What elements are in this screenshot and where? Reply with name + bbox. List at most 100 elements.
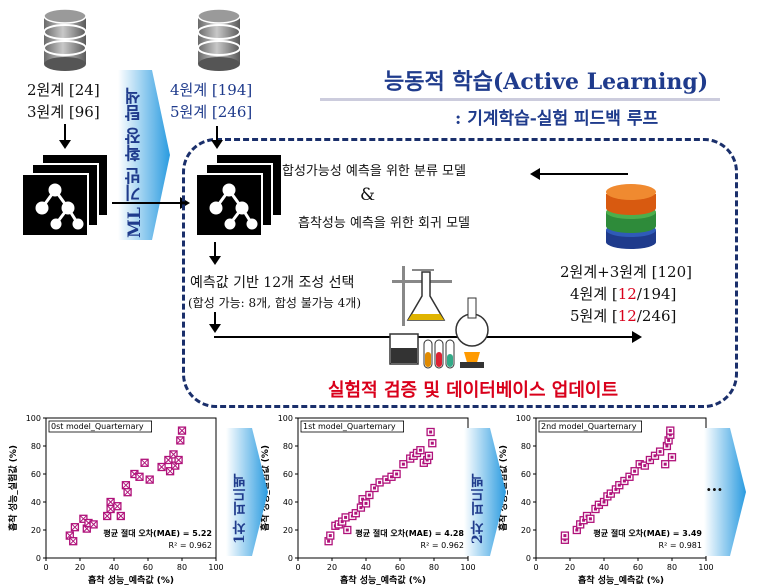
data-point-dot xyxy=(614,487,618,491)
data-point-dot xyxy=(653,454,657,458)
feedback-label-2: 2차 피드백 xyxy=(470,473,486,544)
ellipsis-label: ... xyxy=(706,476,723,495)
right-db-line2-suffix: /194] xyxy=(636,285,677,303)
y-tick-label: 60 xyxy=(521,470,531,479)
arrow-down-left-db xyxy=(59,124,71,149)
mae-annotation: 평균 절대 오차(MAE) = 3.49 xyxy=(593,528,702,538)
x-axis-label: 흡착 성능_예측값 (%) xyxy=(578,574,664,585)
x-tick-label: 40 xyxy=(109,563,119,572)
data-point xyxy=(113,502,122,511)
x-tick-label: 0 xyxy=(43,563,48,572)
mid-db-line1: 4원계 [194] xyxy=(170,81,253,99)
data-point-dot xyxy=(663,462,667,466)
right-db-line2-prefix: 4원계 [ xyxy=(570,285,618,303)
data-point-cross xyxy=(175,456,182,464)
data-point-cross xyxy=(136,473,143,481)
data-point-dot xyxy=(648,458,652,462)
right-db-line3-count: 12 xyxy=(617,307,637,325)
y-axis-label: 흡착 성능_실험값 (%) xyxy=(7,445,19,531)
data-point-dot xyxy=(429,430,433,434)
y-tick-label: 20 xyxy=(283,526,293,535)
data-point-dot xyxy=(345,528,349,532)
data-point-dot xyxy=(668,433,672,437)
data-point xyxy=(640,461,649,470)
data-point-cross xyxy=(178,427,186,434)
ml-expansion-label: ML 기반 확장 탐색 xyxy=(125,87,145,238)
data-point xyxy=(426,427,435,437)
x-tick-label: 40 xyxy=(599,563,609,572)
x-axis-label: 흡착 성능_예측값 (%) xyxy=(88,574,174,585)
chart-title-box xyxy=(300,420,404,433)
data-point-dot xyxy=(364,501,368,505)
data-point-dot xyxy=(609,492,613,496)
y-tick-label: 0 xyxy=(36,554,41,563)
regressor-model-label: 흡착성능 예측을 위한 회귀 모델 xyxy=(298,216,471,231)
data-point-dot xyxy=(418,448,422,452)
data-point xyxy=(399,460,408,469)
data-point xyxy=(615,481,624,490)
database-icon-right xyxy=(606,184,656,249)
data-point xyxy=(69,537,78,546)
data-point-cross xyxy=(131,470,138,478)
data-point-dot xyxy=(327,539,331,543)
y-tick-label: 0 xyxy=(288,554,293,563)
right-db-line2-count: 12 xyxy=(617,285,637,303)
data-point-cross xyxy=(80,515,87,523)
data-point-dot xyxy=(401,462,405,466)
x-tick-label: 20 xyxy=(565,563,575,572)
data-point-cross xyxy=(90,521,97,528)
data-point-dot xyxy=(367,493,371,497)
data-point xyxy=(620,476,629,486)
data-point-dot xyxy=(563,534,567,538)
x-tick-label: 80 xyxy=(177,563,187,572)
data-point xyxy=(666,426,675,435)
data-point-cross xyxy=(176,437,184,444)
right-db-line3-prefix: 5원계 [ xyxy=(570,307,618,325)
data-point-dot xyxy=(594,507,597,511)
data-point-dot xyxy=(665,444,669,448)
y-tick-label: 40 xyxy=(31,498,41,507)
data-point xyxy=(392,469,401,479)
y-tick-label: 20 xyxy=(31,526,41,535)
data-point-dot xyxy=(344,515,348,519)
data-point-dot xyxy=(395,472,399,476)
data-point xyxy=(140,458,149,467)
y-tick-label: 60 xyxy=(283,470,293,479)
database-icon-left xyxy=(43,8,87,71)
data-point xyxy=(416,446,425,455)
mae-annotation: 평균 절대 오차(MAE) = 4.28 xyxy=(355,528,464,538)
data-point xyxy=(351,509,360,518)
data-point-cross xyxy=(117,512,125,520)
mid-db-line2: 5원계 [246] xyxy=(170,103,253,121)
data-point xyxy=(326,531,335,540)
data-point-dot xyxy=(361,497,365,501)
data-point xyxy=(121,481,131,490)
data-point-dot xyxy=(578,522,582,526)
data-point-dot xyxy=(638,462,642,466)
data-point-cross xyxy=(141,459,148,467)
right-db-line3-suffix: /246] xyxy=(636,307,677,325)
data-point-dot xyxy=(378,480,382,484)
data-point xyxy=(625,472,634,481)
right-db-line1: 2원계+3원계 [120] xyxy=(560,263,692,281)
data-point xyxy=(116,511,125,521)
y-tick-label: 100 xyxy=(278,414,293,423)
data-point-cross xyxy=(170,451,177,458)
ml-expansion-arrow xyxy=(118,70,170,240)
experiment-to-db-line xyxy=(214,331,642,343)
feedback-arrow-top xyxy=(530,168,628,180)
x-tick-label: 80 xyxy=(429,563,439,572)
data-point-cross xyxy=(146,476,154,483)
ampersand: & xyxy=(360,185,376,205)
data-point xyxy=(370,483,379,493)
data-point xyxy=(630,467,639,476)
arrow-to-selection xyxy=(209,242,221,265)
x-tick-label: 60 xyxy=(633,563,643,572)
data-point xyxy=(123,488,132,497)
active-learning-loop-box xyxy=(182,138,738,408)
data-point-cross xyxy=(69,537,77,545)
database-icon-middle xyxy=(197,8,241,71)
data-point-dot xyxy=(430,441,434,445)
data-point xyxy=(135,472,144,481)
y-tick-label: 60 xyxy=(31,470,41,479)
